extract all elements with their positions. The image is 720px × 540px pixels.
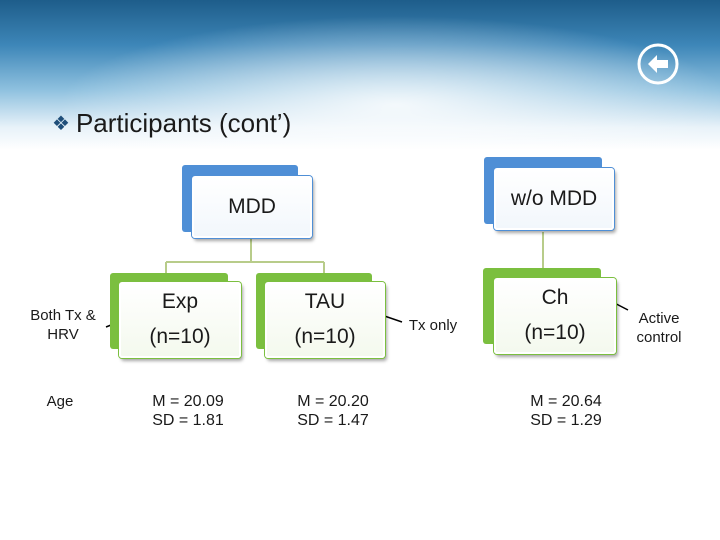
both-tx-hrv-line1: Both Tx & [30, 307, 96, 324]
ch-age-stats: M = 20.64 SD = 1.29 [514, 392, 618, 430]
tau-node: TAU (n=10) [265, 282, 385, 358]
tau-label: TAU [304, 290, 346, 313]
diamond-bullet-icon: ❖ [52, 113, 70, 135]
ch-age-sd: SD = 1.29 [530, 412, 602, 429]
ch-age-mean: M = 20.64 [530, 393, 602, 410]
tau-age-stats: M = 20.20 SD = 1.47 [283, 392, 383, 430]
active-control-line2: control [636, 329, 682, 346]
ch-node: Ch (n=10) [494, 278, 616, 354]
tau-n: (n=10) [294, 325, 356, 348]
exp-n: (n=10) [149, 325, 211, 348]
exp-label: Exp [161, 290, 199, 313]
age-row-label: Age [46, 393, 74, 410]
exp-age-stats: M = 20.09 SD = 1.81 [138, 392, 238, 430]
header-banner [0, 0, 720, 150]
exp-age-sd: SD = 1.81 [152, 412, 224, 429]
wo-mdd-label: w/o MDD [510, 187, 598, 210]
tau-age-sd: SD = 1.47 [297, 412, 369, 429]
exp-node: Exp (n=10) [119, 282, 241, 358]
ch-label: Ch [541, 286, 569, 309]
back-arrow-icon[interactable] [636, 42, 680, 86]
tau-age-mean: M = 20.20 [297, 393, 369, 410]
wo-mdd-node: w/o MDD [494, 168, 614, 230]
tx-only-annotation: Tx only [408, 317, 458, 334]
slide-title-text: Participants (cont’) [75, 108, 292, 138]
slide-title: ❖ Participants (cont’) [52, 108, 291, 139]
ch-n: (n=10) [524, 321, 586, 344]
active-control-line1: Active [638, 310, 680, 327]
mdd-node: MDD [192, 176, 312, 238]
mdd-label: MDD [228, 195, 276, 218]
both-tx-hrv-line2: HRV [47, 326, 79, 343]
active-control-annotation: Active control [626, 309, 692, 347]
exp-age-mean: M = 20.09 [152, 393, 224, 410]
both-tx-hrv-annotation: Both Tx & HRV [22, 306, 104, 344]
